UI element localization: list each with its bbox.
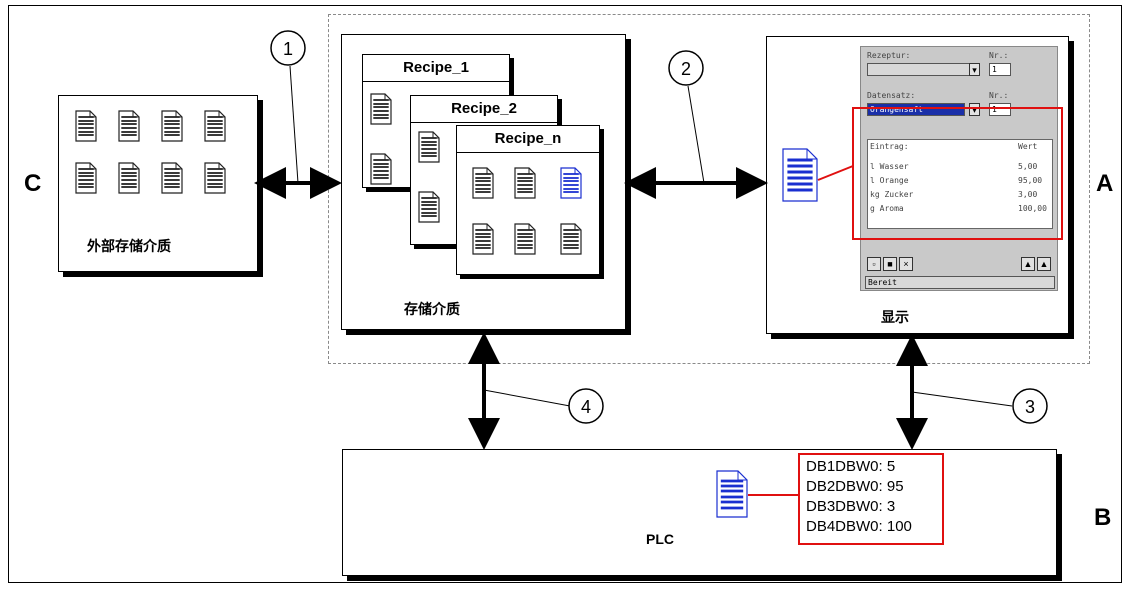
document-icon bbox=[514, 223, 536, 255]
hmi-row-4-name: g Aroma bbox=[870, 204, 904, 213]
plc-value-1: DB1DBW0: 5 bbox=[806, 458, 896, 475]
document-icon bbox=[204, 110, 226, 142]
connection-2-badge bbox=[668, 50, 704, 86]
document-icon bbox=[118, 162, 140, 194]
plc-value-list: DB1DBW0: 5 DB2DBW0: 95 DB3DBW0: 3 DB4DBW… bbox=[798, 453, 944, 545]
hmi-plc-read-icon[interactable]: ▲ bbox=[1021, 257, 1035, 271]
document-icon bbox=[472, 223, 494, 255]
external-storage-label: 外部存储介质 bbox=[87, 238, 171, 254]
storage-medium-label: 存储介质 bbox=[404, 301, 460, 317]
hmi-recipe-dropdown-icon[interactable]: ▾ bbox=[969, 63, 980, 76]
hmi-col-value: Wert bbox=[1018, 142, 1038, 151]
external-storage-box: 外部存储介质 bbox=[58, 95, 258, 272]
connection-3-number: 3 bbox=[1025, 397, 1035, 417]
hmi-row-1-name: l Wasser bbox=[870, 162, 909, 171]
document-icon bbox=[418, 131, 440, 163]
document-icon bbox=[161, 162, 183, 194]
region-a-label: A bbox=[1096, 170, 1114, 197]
hmi-col-name: Eintrag: bbox=[870, 142, 909, 151]
connection-1-leader bbox=[289, 65, 299, 184]
connection-3-leader bbox=[911, 391, 1013, 407]
hmi-dataset-no-field[interactable]: 1 bbox=[989, 103, 1011, 116]
document-icon bbox=[514, 167, 536, 199]
hmi-delete-icon[interactable]: × bbox=[899, 257, 913, 271]
recipe-2-title: Recipe_2 bbox=[411, 96, 557, 123]
display-label: 显示 bbox=[881, 309, 909, 325]
hmi-screen: Rezeptur: Nr.: ▾ 1 Datensatz: Nr.: Orang… bbox=[860, 46, 1058, 291]
region-b-label: B bbox=[1094, 504, 1112, 531]
display-recipe-document-icon bbox=[782, 148, 818, 202]
hmi-recipe-no-field[interactable]: 1 bbox=[989, 63, 1011, 76]
document-icon bbox=[75, 110, 97, 142]
document-icon bbox=[118, 110, 140, 142]
plc-recipe-document-icon bbox=[716, 470, 748, 518]
connection-4-badge bbox=[568, 388, 604, 424]
recipe-1-title: Recipe_1 bbox=[363, 55, 509, 82]
document-icon bbox=[75, 162, 97, 194]
storage-medium-box: Recipe_1 Recipe_2 Recipe_n bbox=[341, 34, 626, 330]
hmi-row-1-value[interactable]: 5,00 bbox=[1018, 162, 1038, 171]
document-icon bbox=[161, 110, 183, 142]
hmi-highlight-frame bbox=[852, 107, 1063, 240]
hmi-recipe-label: Rezeptur: bbox=[867, 51, 911, 60]
plc-value-2: DB2DBW0: 95 bbox=[806, 478, 904, 495]
region-c-label: C bbox=[24, 170, 42, 197]
plc-value-3: DB3DBW0: 3 bbox=[806, 498, 896, 515]
connection-2-number: 2 bbox=[681, 59, 691, 79]
document-icon bbox=[204, 162, 226, 194]
hmi-new-icon[interactable]: ▫ bbox=[867, 257, 881, 271]
display-highlight-connector bbox=[817, 165, 854, 181]
hmi-row-4-value[interactable]: 100,00 bbox=[1018, 204, 1047, 213]
connection-1-number: 1 bbox=[283, 39, 293, 59]
connection-4-number: 4 bbox=[581, 397, 591, 417]
recipe-n-title: Recipe_n bbox=[457, 126, 599, 153]
hmi-row-2-name: l Orange bbox=[870, 176, 909, 185]
hmi-row-3-name: kg Zucker bbox=[870, 190, 914, 199]
document-icon bbox=[370, 93, 392, 125]
hmi-dataset-no-label: Nr.: bbox=[989, 91, 1009, 100]
plc-label: PLC bbox=[646, 531, 674, 547]
hmi-row-3-value[interactable]: 3,00 bbox=[1018, 190, 1038, 199]
hmi-save-icon[interactable]: ■ bbox=[883, 257, 897, 271]
document-icon bbox=[472, 167, 494, 199]
hmi-recipe-no-label: Nr.: bbox=[989, 51, 1009, 60]
connection-2-leader bbox=[687, 85, 705, 184]
hmi-plc-write-icon[interactable]: ▲ bbox=[1037, 257, 1051, 271]
document-icon bbox=[370, 153, 392, 185]
diagram-frame bbox=[8, 5, 1122, 583]
hmi-dataset-select[interactable]: Orangensaft bbox=[867, 103, 965, 116]
document-icon bbox=[418, 191, 440, 223]
hmi-entry-table: Eintrag: Wert l Wasser 5,00 l Orange 95,… bbox=[867, 139, 1053, 229]
connection-1-badge bbox=[270, 30, 306, 66]
hmi-row-2-value[interactable]: 95,00 bbox=[1018, 176, 1043, 185]
hmi-dataset-label: Datensatz: bbox=[867, 91, 916, 100]
document-icon bbox=[560, 167, 582, 199]
connection-3-badge bbox=[1012, 388, 1048, 424]
plc-value-4: DB4DBW0: 100 bbox=[806, 518, 912, 535]
plc-box: DB1DBW0: 5 DB2DBW0: 95 DB3DBW0: 3 DB4DBW… bbox=[342, 449, 1057, 576]
connection-4-leader bbox=[483, 389, 571, 407]
hmi-dataset-dropdown-icon[interactable]: ▾ bbox=[969, 103, 980, 116]
document-icon bbox=[560, 223, 582, 255]
hmi-status-bar: Bereit bbox=[865, 276, 1055, 289]
